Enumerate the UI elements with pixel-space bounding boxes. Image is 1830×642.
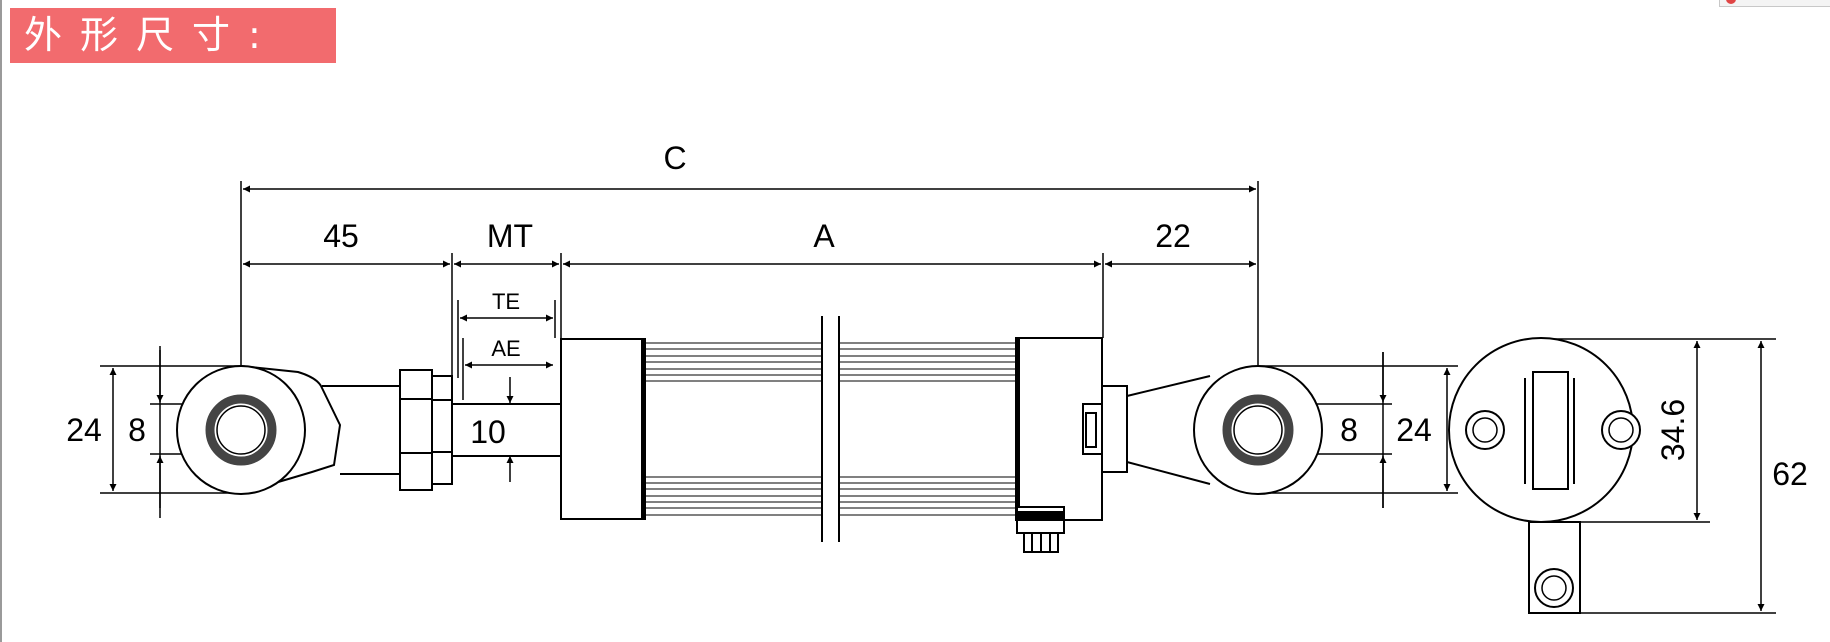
page-title: 外形尺寸: [10, 8, 336, 63]
dim-label-te: TE [492, 289, 520, 314]
corner-red-icon [1726, 0, 1736, 4]
end-view [1448, 337, 1641, 614]
dim-label-a: A [813, 218, 835, 254]
dim-label-mt: MT [487, 218, 533, 254]
dim-label-62: 62 [1772, 456, 1808, 492]
left-border [0, 0, 2, 642]
dim-label-right-8: 8 [1340, 412, 1358, 448]
dimension-labels: C 45 MT A 22 TE AE 24 8 10 8 24 34.6 62 [66, 140, 1808, 492]
cylinder-body [560, 316, 1103, 542]
dim-label-ae: AE [491, 336, 520, 361]
right-clevis [1082, 365, 1323, 495]
corner-fragment [1719, 0, 1830, 7]
dim-label-45: 45 [323, 218, 359, 254]
bottom-connector [1016, 506, 1065, 553]
dim-label-left-8: 8 [128, 412, 146, 448]
dim-label-right-24: 24 [1396, 412, 1432, 448]
dim-label-10: 10 [470, 414, 506, 450]
dim-label-34-6: 34.6 [1655, 399, 1691, 461]
left-rod-eye [176, 365, 400, 495]
dim-label-22: 22 [1155, 218, 1191, 254]
dim-label-left-24: 24 [66, 412, 102, 448]
dim-label-c: C [663, 140, 686, 176]
rod-nut [399, 369, 453, 491]
